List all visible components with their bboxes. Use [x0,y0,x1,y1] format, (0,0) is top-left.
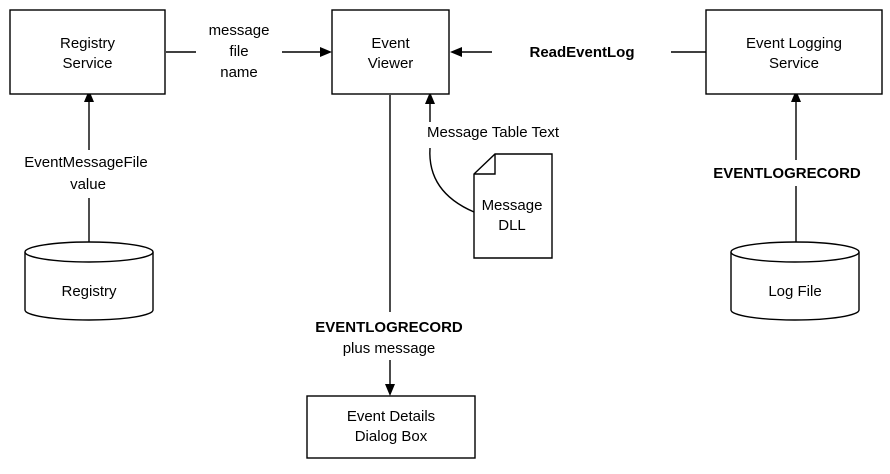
eventlogrecord-plus-message-line-2: plus message [343,340,436,357]
registry-service-line-1: Registry [60,35,116,52]
read-event-log-label: ReadEventLog [529,44,634,61]
event-logging-service-line-2: Service [769,55,819,72]
arrowhead-into-event-details-dialog [385,384,395,396]
log-file-cylinder-label: Log File [768,283,821,300]
event-viewer-line-1: Event [371,35,410,52]
node-log-file-cylinder: Log File [730,241,860,321]
message-table-text-label: Message Table Text [427,124,560,141]
registry-cylinder-label: Registry [61,283,117,300]
node-event-logging-service: Event Logging Service [705,9,883,95]
connectors [84,47,801,396]
message-file-name-line-3: name [220,64,258,81]
log-file-cylinder-top [730,241,860,263]
registry-cylinder-body [24,252,154,321]
event-logging-service-box [705,9,883,95]
arrowhead-into-event-logging-service [791,90,801,102]
edge-labels: message file name ReadEventLog EventMess… [24,22,861,357]
node-registry-cylinder: Registry [24,241,154,321]
arrowhead-into-registry-service [84,90,94,102]
event-details-dialog-box [306,395,476,459]
node-registry-service: Registry Service [9,9,166,95]
event-details-dialog-line-2: Dialog Box [355,428,428,445]
message-dll-line-1: Message [482,197,543,214]
arrowhead-into-event-viewer-left [320,47,332,57]
event-viewer-line-2: Viewer [368,55,414,72]
connector-message-dll-curve [429,147,475,213]
message-dll-page [473,153,553,259]
registry-service-box [9,9,166,95]
message-file-name-line-2: file [229,43,248,60]
eventlogrecord-plus-message-line-1: EVENTLOGRECORD [315,319,463,336]
registry-service-line-2: Service [62,55,112,72]
event-details-dialog-line-1: Event Details [347,408,435,425]
event-viewer-box [331,9,450,95]
log-file-cylinder-body [730,252,860,321]
node-event-viewer: Event Viewer [331,9,450,95]
arrowhead-into-event-viewer-bottom [425,92,435,104]
eventlogrecord-log-label: EVENTLOGRECORD [713,165,861,182]
message-file-name-line-1: message [209,22,270,39]
node-message-dll-document: Message DLL [473,153,553,259]
node-event-details-dialog: Event Details Dialog Box [306,395,476,459]
message-dll-page-fold [474,154,496,175]
registry-cylinder-top [24,241,154,263]
event-message-file-line-1: EventMessageFile [24,154,147,171]
event-message-file-line-2: value [70,176,106,193]
event-logging-service-line-1: Event Logging [746,35,842,52]
message-dll-line-2: DLL [498,217,526,234]
arrowhead-into-event-viewer-right [450,47,462,57]
